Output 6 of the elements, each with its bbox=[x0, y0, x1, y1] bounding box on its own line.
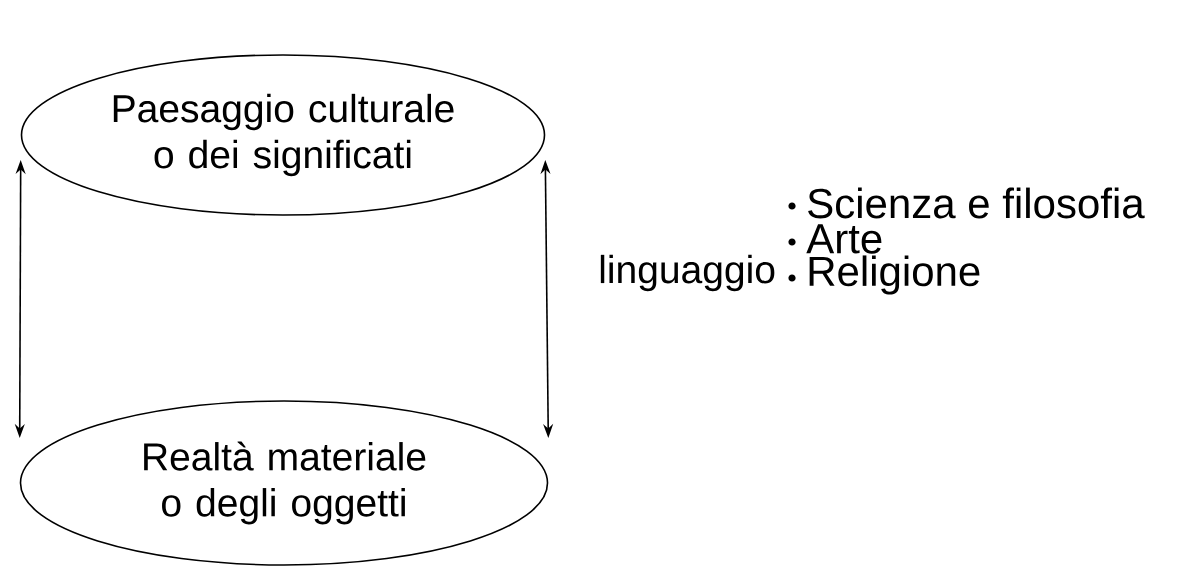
text-label: linguaggio bbox=[600, 254, 775, 292]
list-item: Scienza e filosofia bbox=[808, 187, 1145, 219]
list-item: Religione bbox=[809, 255, 980, 295]
list-item: Arte bbox=[806, 224, 882, 254]
ellipse-node: Paesaggio culturale o dei significati bbox=[20, 54, 546, 216]
ellipse-node: Realtà materiale o degli oggetti bbox=[19, 400, 549, 566]
